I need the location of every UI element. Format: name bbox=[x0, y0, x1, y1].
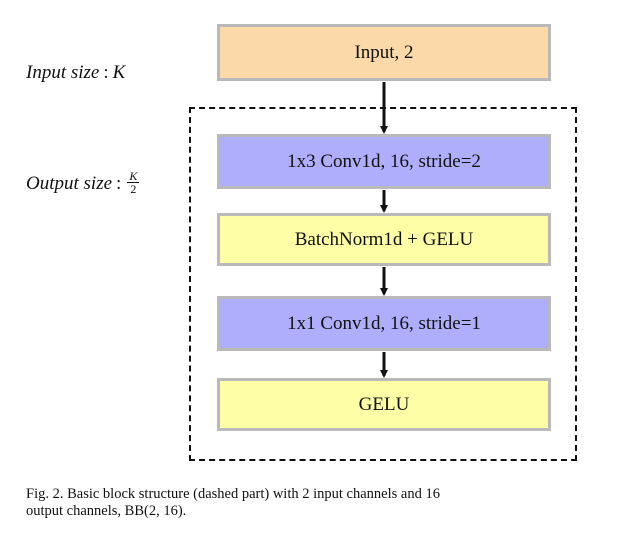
batchnorm-gelu-node: BatchNorm1d + GELU bbox=[217, 213, 551, 266]
output-size-denominator: 2 bbox=[130, 182, 137, 196]
gelu-node-label: GELU bbox=[358, 393, 410, 415]
conv1x3-node: 1x3 Conv1d, 16, stride=2 bbox=[217, 134, 551, 189]
conv1x1-node: 1x1 Conv1d, 16, stride=1 bbox=[217, 296, 551, 351]
gelu-node: GELU bbox=[217, 378, 551, 431]
input-size-label: Input size:K bbox=[26, 62, 125, 84]
caption-line-2: output channels, BB(2, 16). bbox=[26, 503, 187, 519]
output-size-numerator: K bbox=[127, 169, 140, 183]
output-size-separator: : bbox=[116, 172, 122, 194]
batchnorm-gelu-node-label: BatchNorm1d + GELU bbox=[294, 228, 474, 250]
figure-caption: Fig. 2. Basic block structure (dashed pa… bbox=[26, 486, 606, 520]
conv1x3-node-label: 1x3 Conv1d, 16, stride=2 bbox=[287, 150, 481, 172]
input-size-value: K bbox=[112, 62, 126, 83]
caption-line-1: Fig. 2. Basic block structure (dashed pa… bbox=[26, 486, 440, 502]
output-size-text: Output size bbox=[26, 172, 113, 194]
input-size-separator: : bbox=[103, 62, 109, 83]
input-node-label: Input, 2 bbox=[354, 41, 414, 63]
input-size-text: Input size bbox=[26, 62, 100, 83]
input-node: Input, 2 bbox=[217, 24, 551, 81]
conv1x1-node-label: 1x1 Conv1d, 16, stride=1 bbox=[287, 312, 481, 334]
